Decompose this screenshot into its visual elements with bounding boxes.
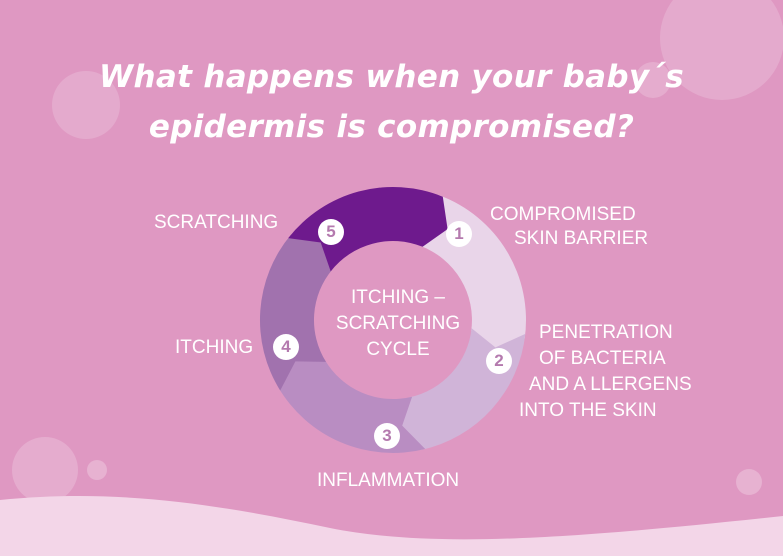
step-1-line-2: SKIN BARRIER (514, 228, 649, 249)
center-line-3: CYCLE (366, 339, 430, 360)
step-5-line-1: SCRATCHING (154, 212, 279, 233)
step-3-line-1: INFLAMMATION (317, 470, 460, 491)
center-line-2: SCRATCHING (335, 313, 461, 334)
step-2-line-4: INTO THE SKIN (519, 400, 657, 421)
step-2-line-1: PENETRATION (539, 322, 673, 343)
step-2-line-3: AND A LLERGENS (529, 374, 692, 395)
cycle-segment-5 (288, 187, 448, 272)
step-label-1: COMPROMISED SKIN BARRIER (490, 203, 648, 251)
step-2-line-2: OF BACTERIA (539, 348, 666, 369)
bubble-decoration (736, 469, 762, 495)
step-label-5: SCRATCHING (154, 211, 278, 235)
step-1-line-1: COMPROMISED (490, 204, 636, 225)
cycle-segment-3 (277, 358, 426, 453)
title-line-1: What happens when your baby´s (99, 59, 684, 95)
step-4-line-1: ITCHING (175, 337, 254, 358)
bubble-decoration (12, 437, 78, 503)
page-title: What happens when your baby´s epidermis … (0, 52, 783, 152)
step-number-4: 4 (273, 334, 299, 360)
step-number-1: 1 (446, 221, 472, 247)
step-label-2: PENETRATION OF BACTERIA AND A LLERGENS I… (519, 320, 692, 424)
step-label-4: ITCHING (175, 336, 253, 360)
cycle-center-label: ITCHING – SCRATCHING CYCLE (318, 285, 478, 363)
step-number-2: 2 (486, 348, 512, 374)
bubble-decoration (87, 460, 107, 480)
bubble-decoration (660, 0, 783, 100)
center-line-1: ITCHING – (351, 287, 445, 308)
bubble-decoration (635, 62, 671, 98)
step-label-3: INFLAMMATION (317, 469, 459, 493)
bubble-decoration (52, 71, 120, 139)
step-number-5: 5 (318, 219, 344, 245)
title-line-2: epidermis is compromised? (148, 109, 635, 145)
step-number-3: 3 (374, 423, 400, 449)
wave-decoration (0, 496, 783, 556)
